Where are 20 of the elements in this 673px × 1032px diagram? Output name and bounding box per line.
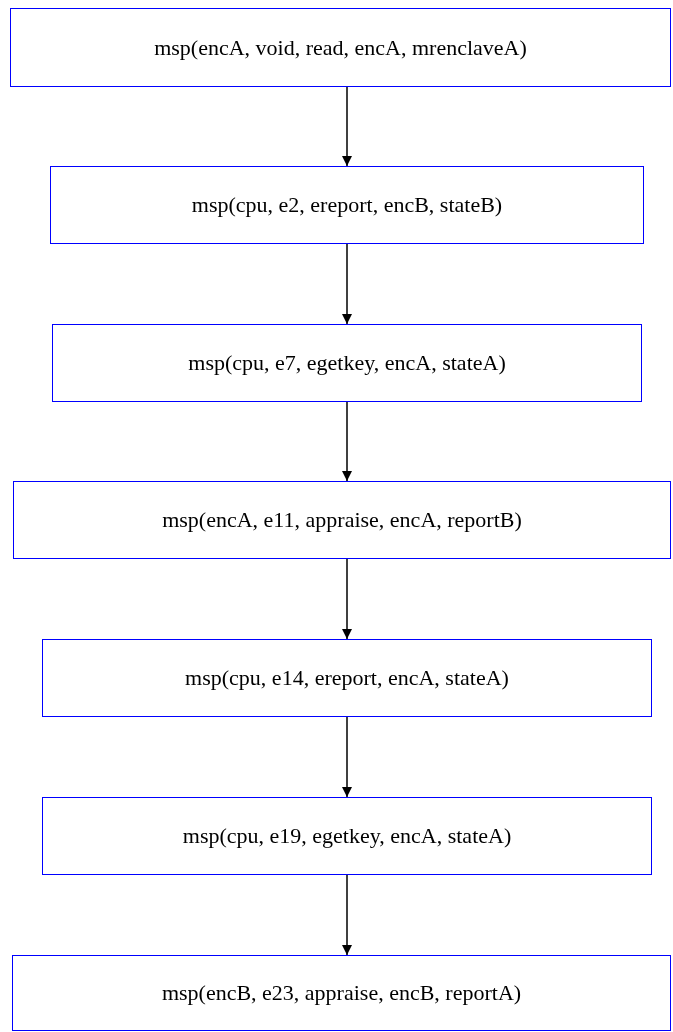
process-box <box>42 639 652 717</box>
arrow <box>342 558 352 640</box>
process-box <box>12 955 671 1031</box>
process-box <box>42 797 652 875</box>
node-label: msp(cpu, e2, ereport, encB, stateB) <box>191 192 503 218</box>
process-box <box>50 166 644 244</box>
node-label: msp(cpu, e14, ereport, encA, stateA) <box>185 665 509 691</box>
node-label: msp(encB, e23, appraise, encB, reportA) <box>161 980 522 1006</box>
node-label: msp(encA, e11, appraise, encA, reportB) <box>162 507 522 533</box>
arrow <box>342 86 352 167</box>
process-box <box>13 481 671 559</box>
arrow <box>342 716 352 798</box>
node-label: msp(cpu, e7, egetkey, encA, stateA) <box>188 350 506 376</box>
process-box <box>10 8 671 87</box>
arrow <box>342 243 352 325</box>
node-label: msp(cpu, e19, egetkey, encA, stateA) <box>182 823 512 849</box>
arrow <box>342 401 352 482</box>
process-box <box>52 324 642 402</box>
arrow <box>342 874 352 956</box>
node-label: msp(encA, void, read, encA, mrenclaveA) <box>154 34 527 61</box>
